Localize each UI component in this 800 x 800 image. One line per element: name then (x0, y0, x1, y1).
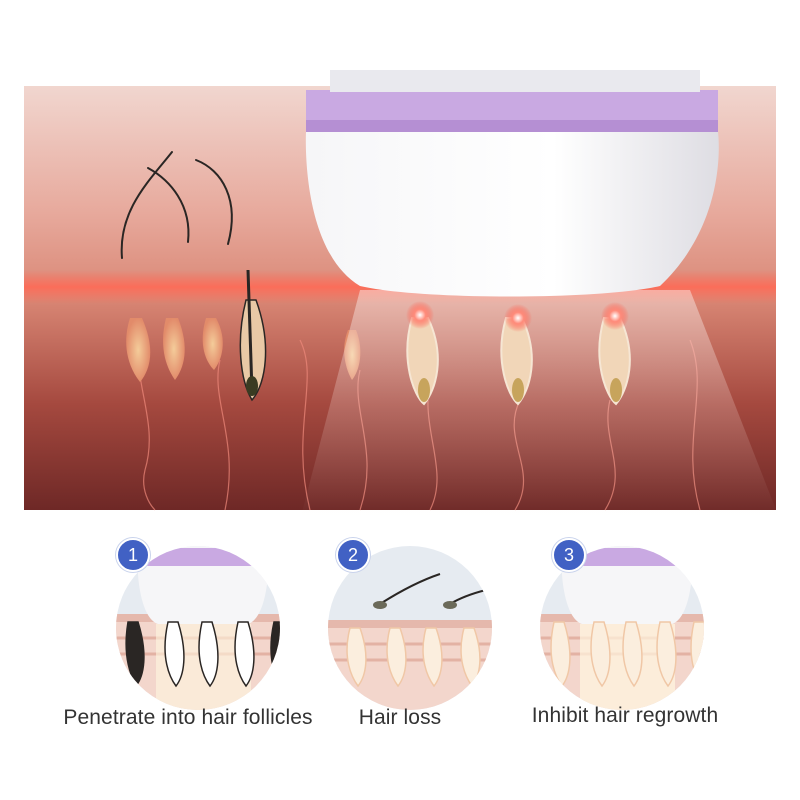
loose-hair-icon (120, 151, 233, 259)
hero-illustration (24, 70, 780, 520)
step-number-badge: 2 (336, 538, 370, 572)
step-number-badge: 3 (552, 538, 586, 572)
step-3-illustration (540, 546, 704, 710)
step-2-caption: Hair loss (358, 706, 442, 729)
step-3: 3 (522, 528, 722, 728)
step-1: 1 (98, 528, 298, 728)
step-2: 2 (310, 528, 510, 728)
step-2-illustration (328, 546, 492, 710)
step-1-illustration (116, 546, 280, 710)
step-1-caption: Penetrate into hair follicles (63, 706, 313, 729)
laser-point-icon (406, 301, 629, 332)
step-number-badge: 1 (116, 538, 150, 572)
treated-follicle-icon (406, 317, 631, 406)
step-3-caption: Inhibit hair regrowth (531, 704, 719, 727)
